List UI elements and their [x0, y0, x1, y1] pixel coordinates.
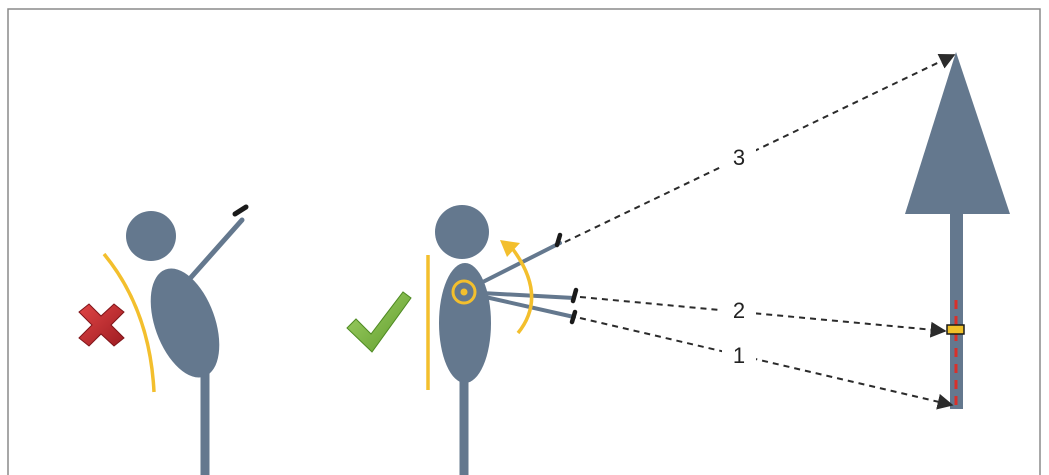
- club-head-high: [557, 235, 560, 245]
- shot-label-2: 2: [733, 298, 745, 323]
- club-head-low: [572, 312, 575, 322]
- club-head-mid: [573, 290, 576, 301]
- shot-label-1: 1: [733, 343, 745, 368]
- pivot-point-dot: [461, 289, 468, 296]
- correct-figure-head: [435, 205, 489, 259]
- tree-trunk: [950, 214, 963, 409]
- target-marker: [947, 325, 964, 334]
- shot-label-3: 3: [733, 145, 745, 170]
- incorrect-figure-head: [126, 211, 176, 261]
